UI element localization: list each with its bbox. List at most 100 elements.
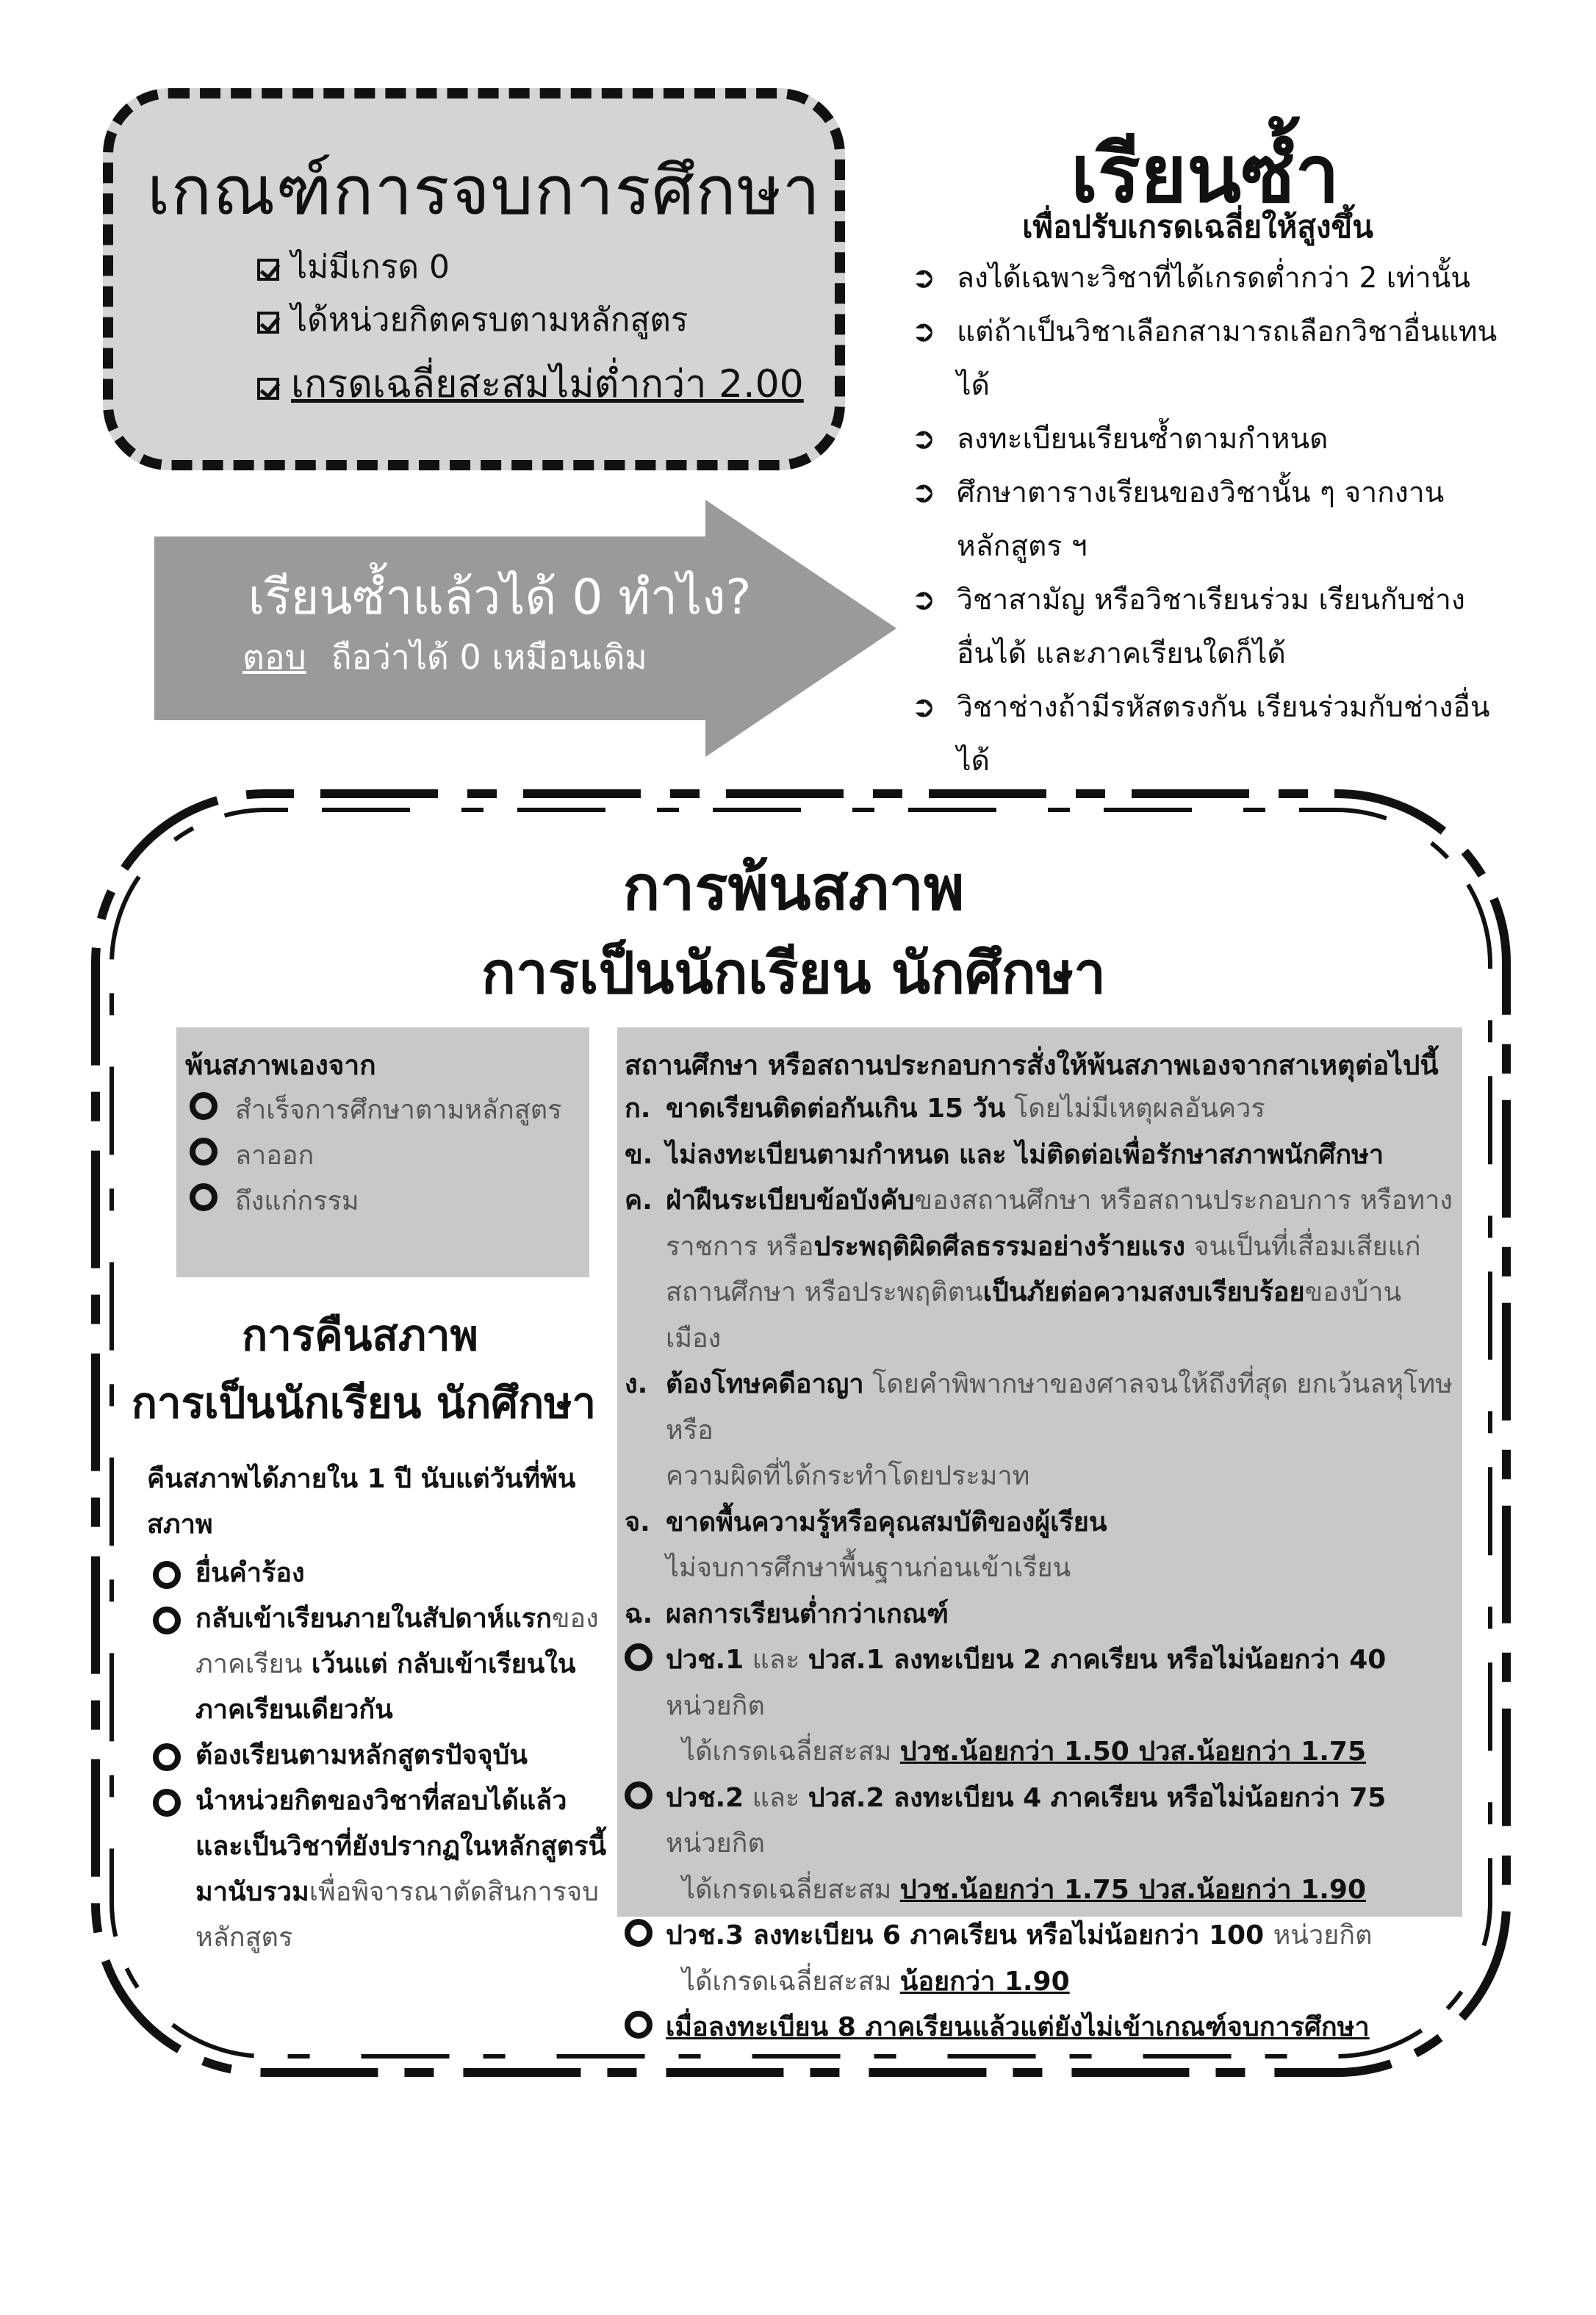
reason-bold: ขาดพื้นความรู้หรือคุณสมบัติของผู้เรียน bbox=[666, 1507, 1107, 1537]
reason-bold: ขาดเรียนติดต่อกันเกิน 15 วัน bbox=[666, 1094, 1006, 1124]
status-loss-subtitle: การเป็นนักเรียน นักศึกษา bbox=[481, 941, 1107, 1007]
criteria-text: ปวช.3 bbox=[666, 1920, 744, 1950]
reason-bold: ฝ่าฝืนระเบียบข้อบังคับ bbox=[666, 1185, 915, 1216]
list-item-text: ถึงแก่กรรม bbox=[235, 1186, 359, 1216]
list-item-text: กลับเข้าเรียนภายในสัปดาห์แรก bbox=[195, 1604, 552, 1634]
list-item: กลับเข้าเรียนภายในสัปดาห์แรกของภาคเรียน … bbox=[153, 1596, 608, 1733]
graduation-criteria-box bbox=[103, 88, 845, 470]
reason-mark: ข. bbox=[625, 1139, 653, 1170]
criteria-text: หน่วยกิต bbox=[1273, 1920, 1373, 1950]
reason-text: ของบ้านเมือง bbox=[666, 1277, 1402, 1354]
list-item-text: สำเร็จการศึกษาตามหลักสูตร bbox=[235, 1095, 562, 1125]
repeat-list: ลงได้เฉพาะวิชาที่ได้เกรดต่ำกว่า 2 เท่านั… bbox=[911, 251, 1499, 788]
reason-text: ไม่จบการศึกษาพื้นฐานก่อนเข้าเรียน bbox=[666, 1553, 1071, 1583]
criteria-text: หน่วยกิต bbox=[666, 1828, 765, 1859]
bullet-ring-icon bbox=[190, 1138, 218, 1166]
list-item: ยื่นคำร้อง bbox=[153, 1551, 608, 1596]
reason-text: ของสถานศึกษา หรือสถานประกอบการ หรือทาง bbox=[914, 1185, 1453, 1216]
restore-subtitle: การเป็นนักเรียน นักศึกษา bbox=[131, 1378, 597, 1428]
criteria-text: และ bbox=[744, 1782, 808, 1813]
arrow-shape bbox=[154, 500, 896, 757]
bullet-ring-icon bbox=[153, 1561, 181, 1589]
criteria-text: ไม่มีเกรด 0 bbox=[291, 248, 450, 286]
repeat-item: ลงได้เฉพาะวิชาที่ได้เกรดต่ำกว่า 2 เท่านั… bbox=[911, 251, 1499, 305]
list-item-text: ลาออก bbox=[235, 1141, 314, 1171]
criteria-item: เกรดเฉลี่ยสะสมไม่ต่ำกว่า 2.00 bbox=[257, 353, 804, 414]
list-item: นำหน่วยกิตของวิชาที่สอบได้แล้ว และเป็นวิ… bbox=[153, 1779, 608, 1961]
reason-mark: ค. bbox=[625, 1185, 653, 1216]
criteria-text: เกรดเฉลี่ยสะสมไม่ต่ำกว่า 2.00 bbox=[291, 362, 804, 406]
reason-bold: ประพฤติผิดศีลธรรมอย่างร้ายแรง bbox=[813, 1231, 1185, 1262]
list-item-text: ต้องเรียนตามหลักสูตรปัจจุบัน bbox=[195, 1740, 528, 1770]
repeat-subtitle: เพื่อปรับเกรดเฉลี่ยให้สูงขึ้น bbox=[1022, 209, 1373, 245]
checkbox-icon bbox=[257, 312, 279, 334]
criteria-text: น้อยกว่า 1.90 bbox=[899, 1966, 1070, 1997]
criteria-row: ปวช.3 ลงทะเบียน 6 ภาคเรียน หรือไม่น้อยกว… bbox=[625, 1913, 1455, 2005]
criteria-text: หรือไม่น้อยกว่า 100 bbox=[1016, 1920, 1273, 1950]
list-item: สำเร็จการศึกษาตามหลักสูตร bbox=[190, 1088, 561, 1133]
criteria-text: ลงทะเบียน 6 ภาคเรียน bbox=[744, 1920, 1017, 1950]
reason-item: ง. ต้องโทษคดีอาญา โดยคำพิพากษาของศาลจนให้… bbox=[625, 1362, 1455, 1500]
reason-bold: ต้องโทษคดีอาญา bbox=[666, 1369, 864, 1399]
reason-text: โดยคำพิพากษาของศาลจนให้ถึงที่สุด ยกเว้นล… bbox=[666, 1369, 1453, 1446]
list-item-text: ของภาคเรียน bbox=[195, 1604, 599, 1679]
reason-item: จ. ขาดพื้นความรู้หรือคุณสมบัติของผู้เรียน… bbox=[625, 1500, 1455, 1592]
reason-mark: ง. bbox=[625, 1369, 648, 1399]
status-loss-title: การพ้นสภาพ bbox=[622, 852, 965, 924]
restore-lead: คืนสภาพได้ภายใน 1 ปี นับแต่วันที่พ้นสภาพ bbox=[147, 1464, 576, 1540]
repeat-title: เรียนซ้ำ bbox=[1071, 129, 1340, 220]
reason-item: ข. ไม่ลงทะเบียนตามกำหนด และ ไม่ติดต่อเพื่… bbox=[625, 1133, 1455, 1179]
criteria-text: เมื่อลงทะเบียน 8 ภาคเรียนแล้วแต่ยังไม่เข… bbox=[666, 2012, 1370, 2042]
restore-title: การคืนสภาพ bbox=[242, 1310, 478, 1360]
reason-mark: จ. bbox=[625, 1507, 650, 1537]
criteria-text: หรือไม่น้อยกว่า 75 bbox=[1157, 1782, 1387, 1813]
criteria-text: ปวช.2 bbox=[666, 1782, 744, 1813]
self-leave-box bbox=[176, 1027, 589, 1277]
reason-text: สถานศึกษา หรือประพฤติตน bbox=[666, 1277, 983, 1307]
bullet-ring-icon bbox=[190, 1183, 218, 1211]
bullet-ring-icon bbox=[625, 1913, 653, 1959]
bullet-ring-icon bbox=[153, 1743, 181, 1771]
list-item-text: เว้นแต่ กลับเข้าเรียนในภาคเรียนเดียวกัน bbox=[195, 1649, 576, 1725]
reason-bold: ไม่ลงทะเบียนตามกำหนด และ ไม่ติดต่อเพื่อร… bbox=[666, 1139, 1384, 1170]
criteria-text: ได้หน่วยกิตครบตามหลักสูตร bbox=[291, 301, 689, 339]
criteria-row: ปวช.1 และ ปวส.1 ลงทะเบียน 2 ภาคเรียน หรื… bbox=[625, 1637, 1455, 1776]
list-item: ต้องเรียนตามหลักสูตรปัจจุบัน bbox=[153, 1733, 608, 1779]
criteria-text: ปวช.น้อยกว่า 1.75 ปวส.น้อยกว่า 1.90 bbox=[899, 1874, 1366, 1905]
criteria-text: ปวส.2 ลงทะเบียน 4 ภาคเรียน bbox=[808, 1782, 1158, 1813]
reason-text: โดยไม่มีเหตุผลอันควร bbox=[1005, 1094, 1265, 1124]
reason-mark: ฉ. bbox=[625, 1598, 653, 1629]
reason-bold: เป็นภัยต่อความสงบเรียบร้อย bbox=[982, 1277, 1305, 1307]
self-leave-title: พ้นสภาพเองจาก bbox=[185, 1049, 376, 1081]
answer-text: ถือว่าได้ 0 เหมือนเดิม bbox=[331, 637, 647, 677]
reason-text: จนเป็นที่เสื่อมเสียแก่ bbox=[1185, 1231, 1421, 1262]
list-item-text: นำหน่วยกิตของวิชาที่สอบได้แล้ว และเป็นวิ… bbox=[195, 1786, 607, 1907]
bullet-ring-icon bbox=[153, 1607, 181, 1634]
restore-list: ยื่นคำร้อง กลับเข้าเรียนภายในสัปดาห์แรกข… bbox=[153, 1551, 608, 1961]
reason-item: ฉ. ผลการเรียนต่ำกว่าเกณฑ์ bbox=[625, 1592, 1455, 1638]
repeat-item: วิชาช่างถ้ามีรหัสตรงกัน เรียนร่วมกับช่าง… bbox=[911, 681, 1499, 788]
institution-dismissal-box bbox=[617, 1027, 1462, 1917]
criteria-row: เมื่อลงทะเบียน 8 ภาคเรียนแล้วแต่ยังไม่เข… bbox=[625, 2005, 1455, 2051]
bullet-ring-icon bbox=[625, 2005, 653, 2051]
criteria-text: ได้เกรดเฉลี่ยสะสม bbox=[682, 1874, 900, 1905]
criteria-text: ปวส.1 ลงทะเบียน 2 ภาคเรียน bbox=[808, 1645, 1158, 1675]
criteria-text: และ bbox=[744, 1645, 808, 1675]
reason-item: ก.ขาดเรียนติดต่อกันเกิน 15 วัน โดยไม่มีเ… bbox=[625, 1086, 1455, 1133]
criteria-item: ไม่มีเกรด 0 bbox=[257, 241, 450, 292]
criteria-row: ปวช.2 และ ปวส.2 ลงทะเบียน 4 ภาคเรียน หรื… bbox=[625, 1776, 1455, 1914]
checkbox-icon bbox=[257, 259, 279, 281]
repeat-item: ลงทะเบียนเรียนซ้ำตามกำหนด bbox=[911, 412, 1499, 466]
self-leave-list: สำเร็จการศึกษาตามหลักสูตร ลาออก ถึงแก่กร… bbox=[190, 1088, 561, 1224]
bullet-ring-icon bbox=[625, 1776, 653, 1822]
repeat-item: ศึกษาตารางเรียนของวิชานั้น ๆ จากงานหลักส… bbox=[911, 466, 1499, 573]
criteria-text: ได้เกรดเฉลี่ยสะสม bbox=[682, 1966, 900, 1997]
criteria-text: ได้เกรดเฉลี่ยสะสม bbox=[682, 1737, 900, 1767]
dismissal-reasons-list: ก.ขาดเรียนติดต่อกันเกิน 15 วัน โดยไม่มีเ… bbox=[625, 1086, 1455, 2051]
criteria-text: หน่วยกิต bbox=[666, 1690, 765, 1721]
bullet-ring-icon bbox=[190, 1092, 218, 1120]
criteria-item: ได้หน่วยกิตครบตามหลักสูตร bbox=[257, 294, 688, 345]
reason-bold: ผลการเรียนต่ำกว่าเกณฑ์ bbox=[666, 1598, 949, 1629]
reason-text: ราชการ หรือ bbox=[666, 1231, 814, 1262]
graduation-title: เกณฑ์การจบการศึกษา bbox=[147, 151, 822, 230]
